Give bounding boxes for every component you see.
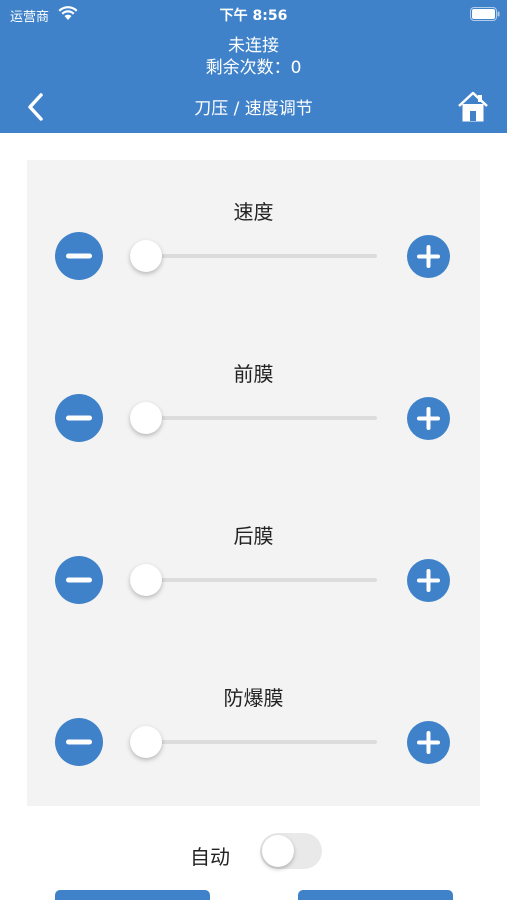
wifi-icon bbox=[58, 6, 78, 20]
control-label: 后膜 bbox=[233, 524, 274, 548]
control-label: 防爆膜 bbox=[223, 686, 284, 710]
minus-icon bbox=[66, 253, 92, 259]
plus-icon bbox=[417, 407, 440, 430]
slider-thumb[interactable] bbox=[130, 564, 162, 596]
increase-button[interactable] bbox=[407, 397, 450, 440]
increase-button[interactable] bbox=[407, 235, 450, 278]
carrier-name: 运营商 bbox=[10, 10, 50, 25]
auto-toggle[interactable] bbox=[260, 833, 322, 869]
slider-thumb[interactable] bbox=[130, 402, 162, 434]
chevron-left-icon bbox=[28, 93, 43, 121]
slider[interactable] bbox=[130, 402, 377, 434]
plus-icon bbox=[417, 731, 440, 754]
page-title: 刀压 / 速度调节 bbox=[194, 99, 313, 119]
auto-row: 自动 bbox=[0, 832, 507, 872]
increase-button[interactable] bbox=[407, 721, 450, 764]
app-header: 运营商 下午 8:56 未连接 剩余次数：0 刀压 / 速度调节 bbox=[0, 0, 507, 133]
control-back-film: 后膜 bbox=[27, 520, 480, 620]
control-front-film: 前膜 bbox=[27, 358, 480, 458]
decrease-button[interactable] bbox=[55, 718, 103, 766]
adjustment-panel: 速度 前膜 后膜 bbox=[27, 160, 480, 806]
home-button[interactable] bbox=[456, 90, 490, 124]
slider-track bbox=[130, 416, 377, 420]
decrease-button[interactable] bbox=[55, 232, 103, 280]
bottom-right-button[interactable] bbox=[298, 890, 453, 900]
slider-track bbox=[130, 578, 377, 582]
slider-track bbox=[130, 254, 377, 258]
minus-icon bbox=[66, 739, 92, 745]
status-bar: 运营商 下午 8:56 bbox=[0, 0, 507, 28]
plus-icon bbox=[417, 569, 440, 592]
minus-icon bbox=[66, 415, 92, 421]
connection-status: 未连接 bbox=[228, 36, 279, 56]
control-label: 速度 bbox=[233, 200, 274, 224]
control-speed: 速度 bbox=[27, 196, 480, 296]
home-icon bbox=[458, 91, 488, 122]
auto-label: 自动 bbox=[190, 845, 230, 869]
decrease-button[interactable] bbox=[55, 556, 103, 604]
control-label: 前膜 bbox=[233, 362, 274, 386]
slider[interactable] bbox=[130, 240, 377, 272]
slider-track bbox=[130, 740, 377, 744]
slider[interactable] bbox=[130, 726, 377, 758]
minus-icon bbox=[66, 577, 92, 583]
status-time: 下午 8:56 bbox=[219, 8, 288, 24]
decrease-button[interactable] bbox=[55, 394, 103, 442]
remaining-count: 剩余次数：0 bbox=[205, 58, 302, 78]
slider[interactable] bbox=[130, 564, 377, 596]
back-button[interactable] bbox=[22, 90, 50, 124]
battery-icon bbox=[470, 7, 500, 21]
toggle-knob bbox=[262, 835, 294, 867]
increase-button[interactable] bbox=[407, 559, 450, 602]
slider-thumb[interactable] bbox=[130, 240, 162, 272]
control-explosion-proof-film: 防爆膜 bbox=[27, 682, 480, 782]
slider-thumb[interactable] bbox=[130, 726, 162, 758]
bottom-left-button[interactable] bbox=[55, 890, 210, 900]
plus-icon bbox=[417, 245, 440, 268]
